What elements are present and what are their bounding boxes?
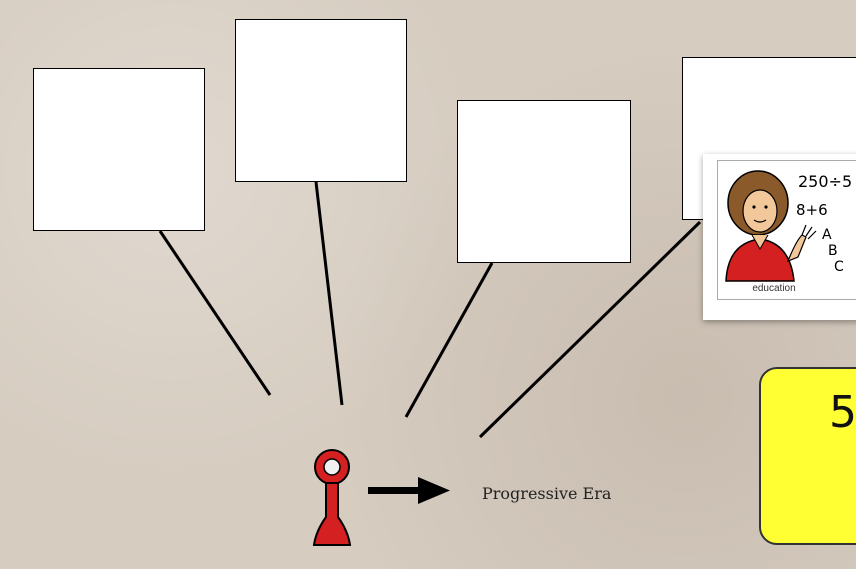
- person-marker-icon: [312, 449, 352, 546]
- education-card: 250÷5 8+6 A B C education: [703, 154, 856, 320]
- math-letter-b: B: [828, 243, 838, 259]
- connector-line-1: [158, 230, 272, 396]
- progressive-era-label: Progressive Era: [482, 484, 612, 503]
- math-letter-c: C: [834, 259, 844, 275]
- right-arrow-icon: [368, 477, 450, 504]
- connector-line-4: [478, 220, 702, 439]
- math-letter-a: A: [822, 227, 832, 243]
- connector-line-2: [314, 181, 344, 406]
- math-line-2: 8+6: [796, 201, 828, 219]
- number-callout: 5: [759, 367, 856, 545]
- education-label: education: [752, 283, 796, 294]
- teacher-illustration: 250÷5 8+6 A B C: [725, 170, 852, 282]
- connector-line-3: [404, 262, 494, 418]
- empty-box-2: [235, 19, 407, 182]
- empty-box-1: [33, 68, 205, 231]
- education-picture: 250÷5 8+6 A B C education: [717, 160, 856, 300]
- empty-box-3: [457, 100, 631, 263]
- callout-number: 5: [829, 387, 856, 438]
- math-line-1: 250÷5: [798, 172, 852, 191]
